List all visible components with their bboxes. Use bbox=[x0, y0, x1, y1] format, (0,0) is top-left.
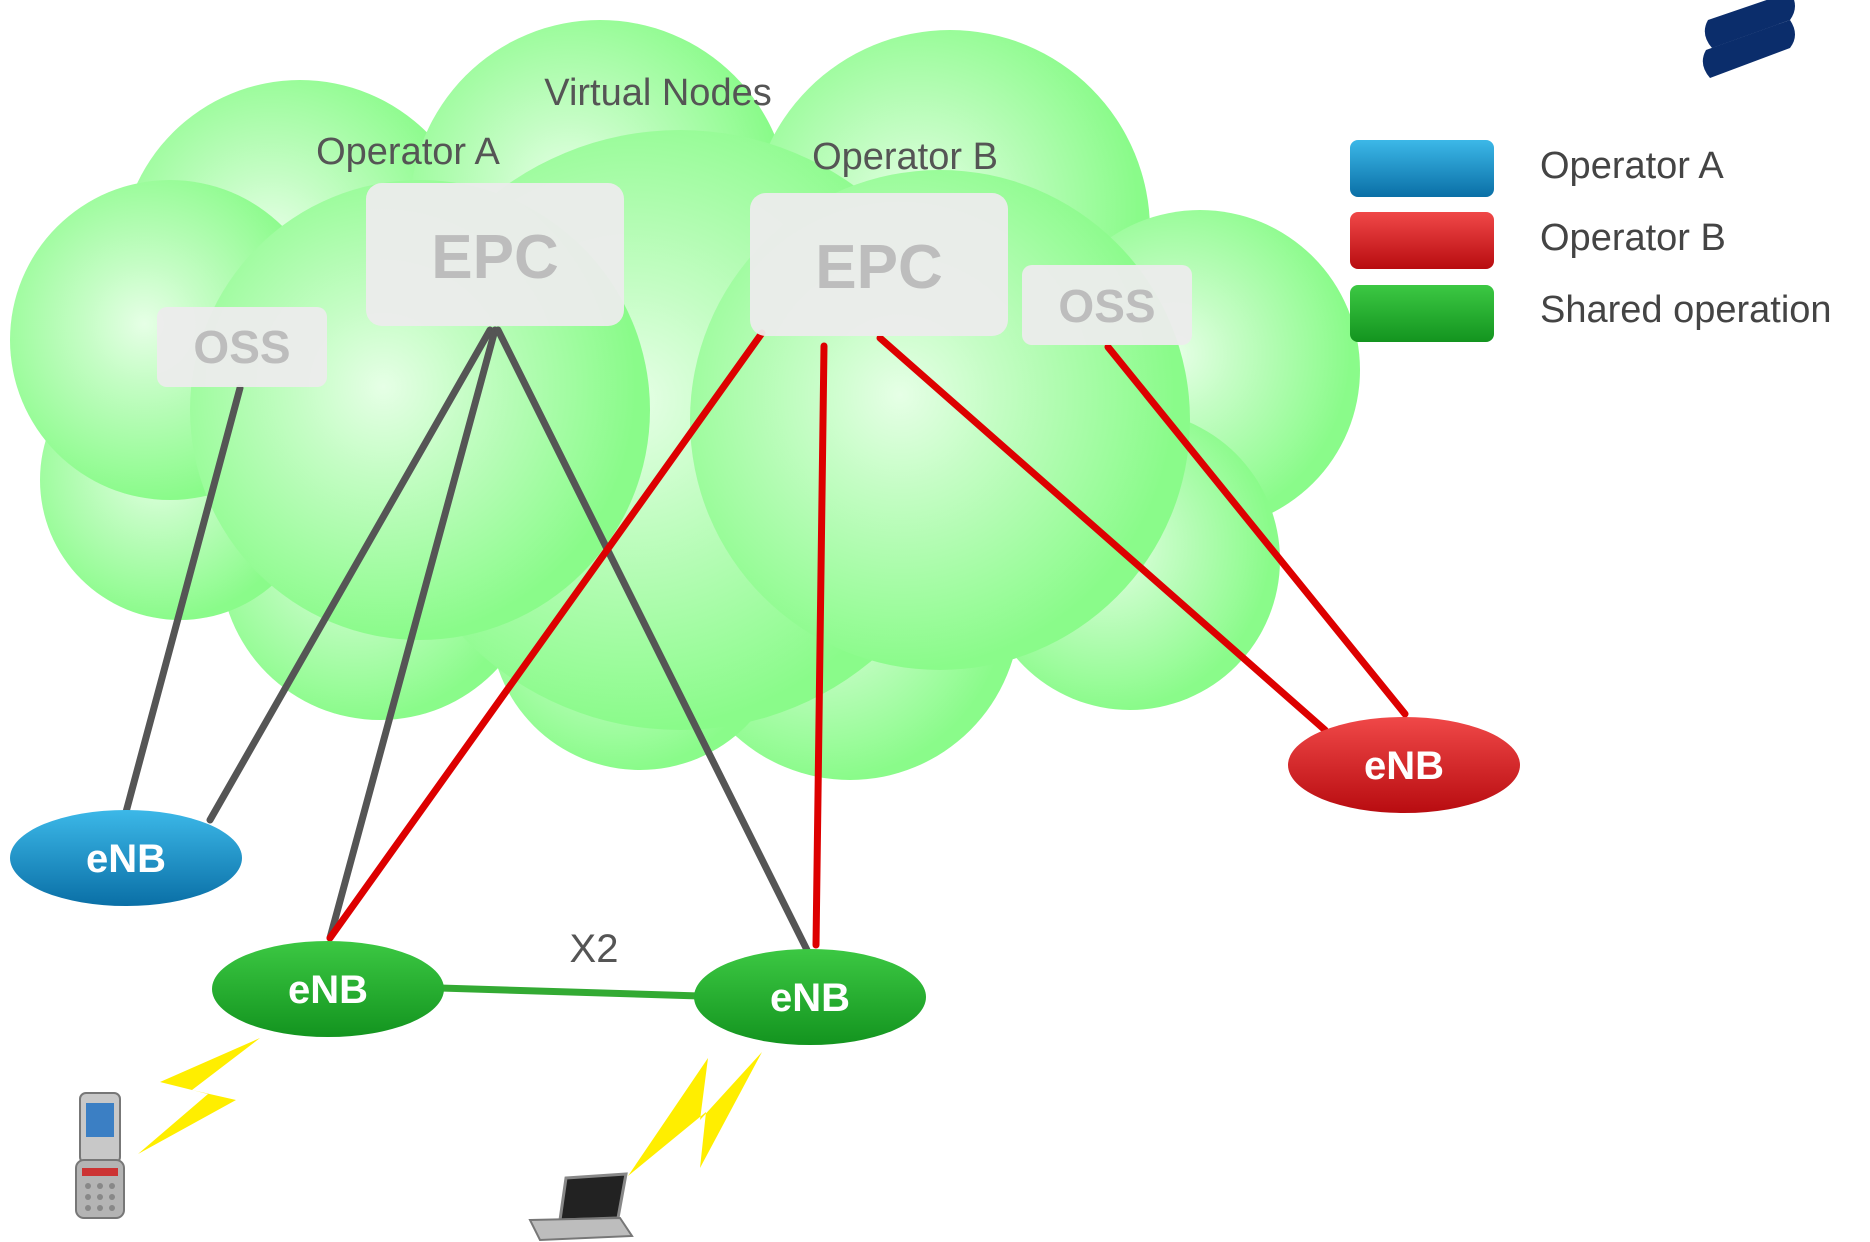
enb-operator-a[interactable]: eNB bbox=[10, 810, 242, 906]
oss-b-node[interactable]: OSS bbox=[1022, 265, 1192, 345]
operator-a-links bbox=[122, 326, 811, 954]
operator-b-label: Operator B bbox=[812, 136, 998, 178]
enb-shared-right-label: eNB bbox=[770, 976, 850, 1020]
link-epc-a-enb-green-left bbox=[326, 326, 499, 942]
oss-a-label: OSS bbox=[193, 321, 290, 373]
legend-item-shared-operation: Shared operation bbox=[1350, 285, 1832, 342]
x2-link bbox=[439, 984, 701, 1000]
enb-operator-b[interactable]: eNB bbox=[1288, 717, 1520, 813]
link-epc-a-enb-green-right bbox=[494, 326, 811, 954]
link-epc-b-enb-red bbox=[876, 334, 1329, 734]
legend-label: Operator B bbox=[1540, 217, 1726, 259]
link-oss-a-enb-blue bbox=[122, 384, 244, 816]
legend-item-operator-a: Operator A bbox=[1350, 140, 1724, 197]
lightning-icon bbox=[628, 1052, 762, 1176]
x2-label: X2 bbox=[570, 927, 619, 971]
oss-b-label: OSS bbox=[1058, 280, 1155, 332]
legend: Operator A Operator B Shared operation bbox=[1350, 140, 1832, 342]
epc-b-label: EPC bbox=[815, 233, 942, 302]
enb-operator-b-label: eNB bbox=[1364, 744, 1444, 788]
epc-a-label: EPC bbox=[431, 223, 558, 292]
link-oss-b-enb-red bbox=[1104, 343, 1409, 718]
enb-shared-left-label: eNB bbox=[288, 968, 368, 1012]
link-epc-b-enb-green-right bbox=[812, 342, 828, 949]
link-epc-a-enb-blue bbox=[206, 326, 494, 824]
virtual-nodes-cloud bbox=[10, 20, 1360, 780]
enb-shared-right[interactable]: eNB bbox=[694, 949, 926, 1045]
operator-b-links bbox=[326, 329, 1409, 949]
enb-operator-a-label: eNB bbox=[86, 837, 166, 881]
epc-a-node[interactable]: EPC bbox=[366, 183, 624, 326]
laptop-icon bbox=[528, 1172, 634, 1242]
legend-swatch bbox=[1350, 285, 1494, 342]
link-epc-b-enb-green-left bbox=[326, 329, 766, 942]
cloud-title: Virtual Nodes bbox=[544, 72, 771, 114]
enb-shared-left[interactable]: eNB bbox=[212, 941, 444, 1037]
ericsson-logo bbox=[1702, 0, 1795, 78]
legend-swatch bbox=[1350, 140, 1494, 197]
legend-label: Shared operation bbox=[1540, 289, 1832, 331]
legend-item-operator-b: Operator B bbox=[1350, 212, 1726, 269]
mobile-phone-icon bbox=[75, 1092, 125, 1219]
epc-b-node[interactable]: EPC bbox=[750, 193, 1008, 336]
legend-swatch bbox=[1350, 212, 1494, 269]
lightning-icon bbox=[138, 1038, 260, 1154]
operator-a-label: Operator A bbox=[316, 131, 500, 173]
oss-a-node[interactable]: OSS bbox=[157, 307, 327, 387]
legend-label: Operator A bbox=[1540, 145, 1724, 187]
